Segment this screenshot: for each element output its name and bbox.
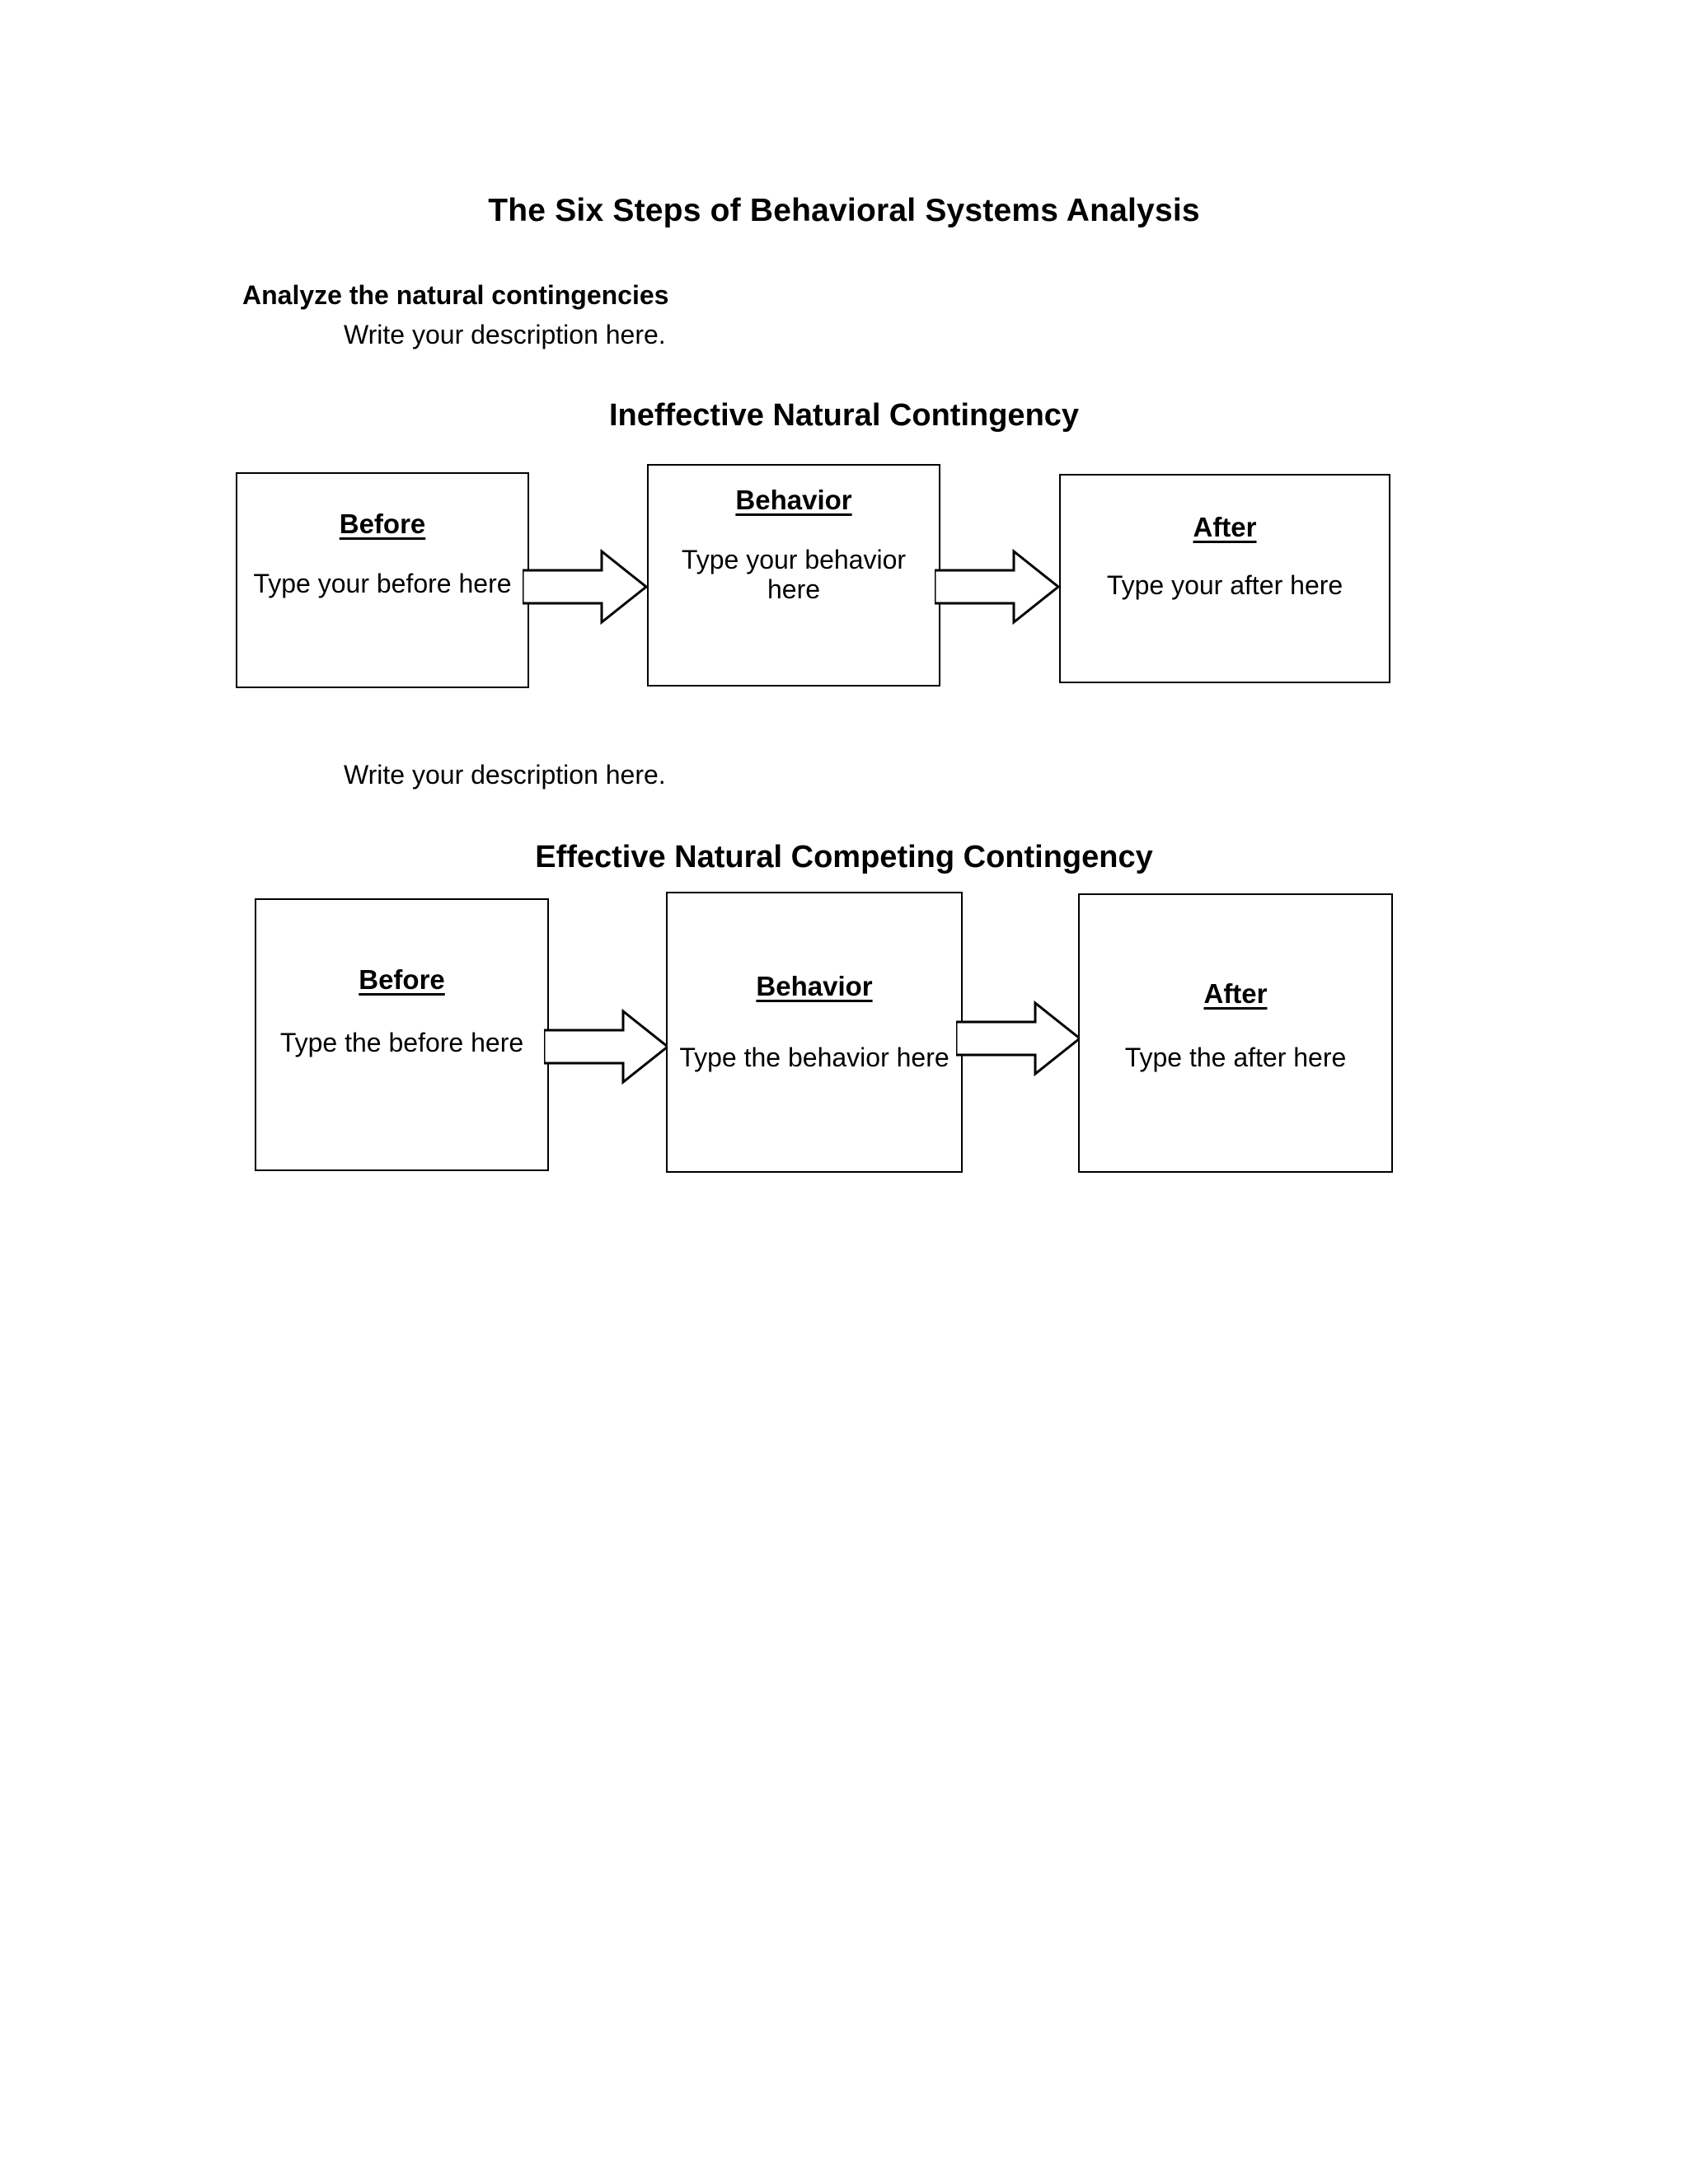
box-title: After [1203, 978, 1268, 1009]
contingency-box-behavior-row2: Behavior Type the behavior here [666, 892, 963, 1173]
box-body: Type your before here [253, 569, 512, 598]
page-title: The Six Steps of Behavioral Systems Anal… [488, 193, 1200, 228]
box-title: Behavior [735, 485, 852, 515]
arrow-right-icon [935, 547, 1060, 626]
box-body: Type the behavior here [679, 1043, 950, 1072]
description-text-1: Write your description here. [344, 320, 666, 349]
box-body: Type your behavior here [681, 545, 907, 604]
contingency-box-after-row2: After Type the after here [1078, 893, 1393, 1173]
contingency-box-before-row1: Before Type your before here [236, 472, 529, 688]
box-title: Behavior [756, 971, 873, 1001]
box-title: Before [359, 964, 445, 995]
contingency-box-behavior-row1: Behavior Type your behavior here [647, 464, 940, 687]
step-heading: Analyze the natural contingencies [242, 280, 669, 310]
arrow-right-icon [523, 547, 648, 626]
arrow-right-icon [544, 1007, 669, 1086]
contingency-box-after-row1: After Type your after here [1059, 474, 1390, 683]
box-body: Type the after here [1124, 1043, 1347, 1072]
box-title: Before [339, 509, 426, 539]
section-title-effective: Effective Natural Competing Contingency [535, 840, 1153, 874]
box-body: Type the before here [279, 1028, 524, 1057]
arrow-right-icon [956, 999, 1081, 1078]
box-body: Type your after here [1106, 570, 1343, 600]
section-title-ineffective: Ineffective Natural Contingency [608, 398, 1080, 433]
contingency-box-before-row2: Before Type the before here [255, 898, 549, 1171]
box-title: After [1193, 512, 1257, 542]
description-text-2: Write your description here. [344, 760, 666, 790]
